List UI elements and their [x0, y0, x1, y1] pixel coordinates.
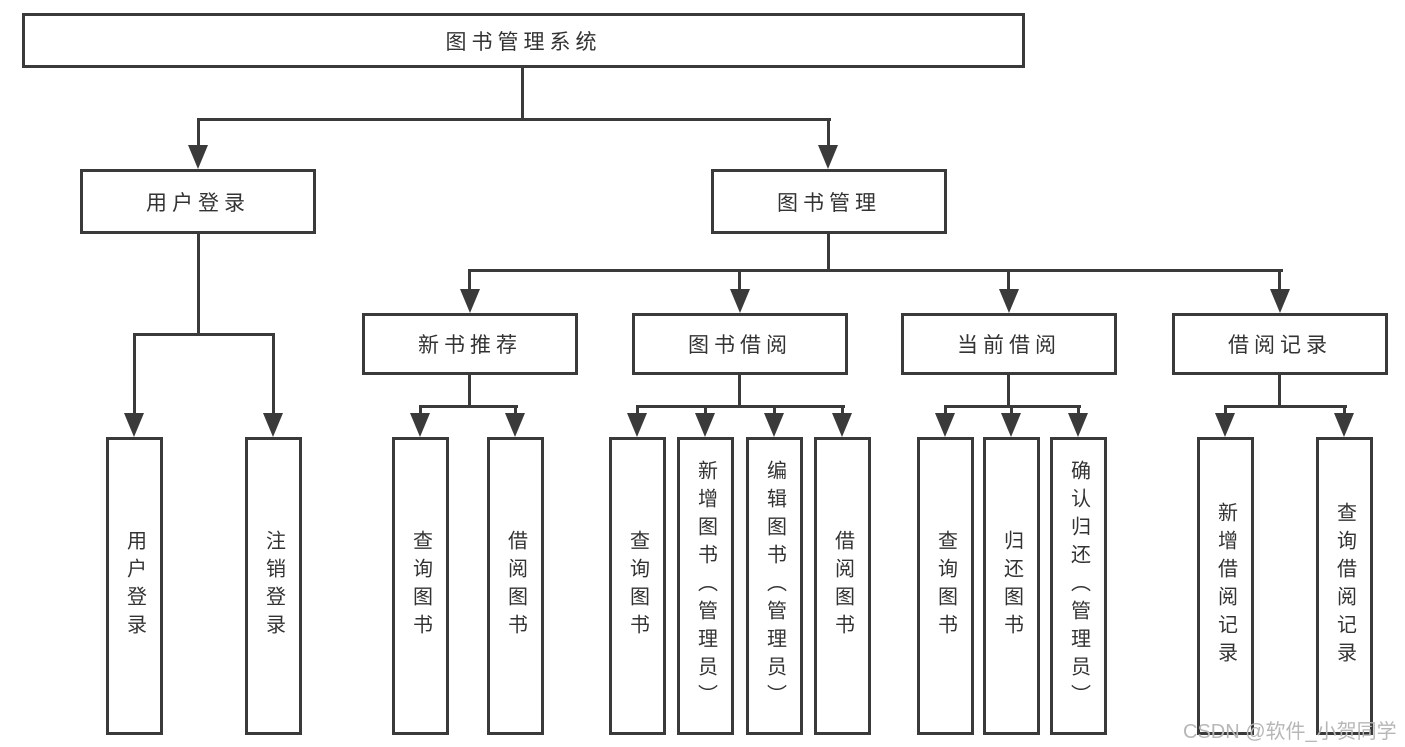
- node-leaf-record-query: 查询借阅记录: [1316, 437, 1373, 735]
- arrow-down-icon: [1270, 289, 1290, 313]
- node-leaf-borrow-query-label: 查询图书: [626, 530, 649, 642]
- arrow-down-icon: [188, 145, 208, 169]
- node-user-login: 用户登录: [80, 169, 316, 234]
- arrow-down-icon: [764, 413, 784, 437]
- node-leaf-current-query-label: 查询图书: [934, 530, 957, 642]
- connector-line: [738, 375, 741, 407]
- watermark-text: CSDN @软件_小贺同学: [1183, 721, 1397, 743]
- node-leaf-user-login-label: 用户登录: [123, 530, 146, 642]
- connector-line: [1224, 405, 1227, 415]
- node-leaf-borrow-add-label: 新增图书（管理员）: [694, 460, 717, 712]
- connector-line: [419, 405, 422, 415]
- node-leaf-record-add-label: 新增借阅记录: [1214, 502, 1237, 670]
- arrow-down-icon: [505, 413, 525, 437]
- arrow-down-icon: [460, 289, 480, 313]
- connector-line: [944, 405, 947, 415]
- connector-line: [1077, 405, 1080, 415]
- connector-line: [1007, 269, 1010, 291]
- connector-line: [773, 405, 776, 415]
- node-borrow-records-label: 借阅记录: [1228, 334, 1332, 357]
- node-leaf-current-query: 查询图书: [917, 437, 974, 735]
- node-new-books: 新书推荐: [362, 313, 578, 375]
- arrow-down-icon: [695, 413, 715, 437]
- connector-line: [468, 375, 471, 407]
- arrow-down-icon: [263, 413, 283, 437]
- connector-line: [133, 333, 275, 336]
- connector-line: [704, 405, 707, 415]
- arrow-down-icon: [1215, 413, 1235, 437]
- arrow-down-icon: [410, 413, 430, 437]
- node-leaf-newbook-borrow-label: 借阅图书: [504, 530, 527, 642]
- connector-line: [827, 234, 830, 272]
- connector-line: [1007, 375, 1010, 407]
- node-leaf-borrow-borrow-label: 借阅图书: [831, 530, 854, 642]
- node-leaf-borrow-query: 查询图书: [609, 437, 666, 735]
- connector-line: [197, 118, 200, 147]
- connector-line: [521, 68, 524, 120]
- connector-line: [1010, 405, 1013, 415]
- connector-line: [636, 405, 845, 408]
- node-root: 图书管理系统: [22, 13, 1025, 68]
- node-new-books-label: 新书推荐: [418, 334, 522, 357]
- arrow-down-icon: [935, 413, 955, 437]
- connector-line: [133, 333, 136, 415]
- node-leaf-newbook-query-label: 查询图书: [409, 530, 432, 642]
- node-leaf-logout: 注销登录: [245, 437, 302, 735]
- node-leaf-newbook-borrow: 借阅图书: [487, 437, 544, 735]
- connector-line: [827, 118, 830, 147]
- node-book-borrow-label: 图书借阅: [688, 334, 792, 357]
- arrow-down-icon: [832, 413, 852, 437]
- connector-line: [841, 405, 844, 415]
- arrow-down-icon: [1001, 413, 1021, 437]
- node-leaf-record-add: 新增借阅记录: [1197, 437, 1254, 735]
- arrow-down-icon: [627, 413, 647, 437]
- node-book-mgmt: 图书管理: [711, 169, 947, 234]
- connector-line: [1278, 269, 1281, 291]
- node-user-login-label: 用户登录: [146, 191, 250, 215]
- node-leaf-current-return: 归还图书: [983, 437, 1040, 735]
- node-root-label: 图书管理系统: [445, 30, 602, 54]
- connector-line: [514, 405, 517, 415]
- node-book-borrow: 图书借阅: [632, 313, 848, 375]
- node-leaf-logout-label: 注销登录: [262, 530, 285, 642]
- arrow-down-icon: [818, 145, 838, 169]
- node-leaf-record-query-label: 查询借阅记录: [1333, 502, 1356, 670]
- arrow-down-icon: [999, 289, 1019, 313]
- node-leaf-current-return-label: 归还图书: [1000, 530, 1023, 642]
- node-leaf-current-confirm-label: 确认归还（管理员）: [1067, 460, 1090, 712]
- connector-line: [738, 269, 741, 291]
- connector-line: [1343, 405, 1346, 415]
- node-current-borrow-label: 当前借阅: [957, 334, 1061, 357]
- node-leaf-borrow-edit: 编辑图书（管理员）: [746, 437, 803, 735]
- connector-line: [468, 269, 1283, 272]
- connector-line: [197, 118, 831, 121]
- node-leaf-newbook-query: 查询图书: [392, 437, 449, 735]
- arrow-down-icon: [1068, 413, 1088, 437]
- arrow-down-icon: [1334, 413, 1354, 437]
- connector-line: [272, 333, 275, 415]
- node-leaf-user-login: 用户登录: [106, 437, 163, 735]
- connector-line: [1278, 375, 1281, 407]
- arrow-down-icon: [730, 289, 750, 313]
- connector-line: [636, 405, 639, 415]
- node-borrow-records: 借阅记录: [1172, 313, 1388, 375]
- node-book-mgmt-label: 图书管理: [777, 191, 881, 215]
- connector-line: [1224, 405, 1347, 408]
- node-leaf-borrow-edit-label: 编辑图书（管理员）: [763, 460, 786, 712]
- node-leaf-borrow-add: 新增图书（管理员）: [677, 437, 734, 735]
- node-leaf-borrow-borrow: 借阅图书: [814, 437, 871, 735]
- node-current-borrow: 当前借阅: [901, 313, 1117, 375]
- connector-line: [419, 405, 518, 408]
- arrow-down-icon: [124, 413, 144, 437]
- connector-line: [468, 269, 471, 291]
- connector-line: [197, 234, 200, 334]
- node-leaf-current-confirm: 确认归还（管理员）: [1050, 437, 1107, 735]
